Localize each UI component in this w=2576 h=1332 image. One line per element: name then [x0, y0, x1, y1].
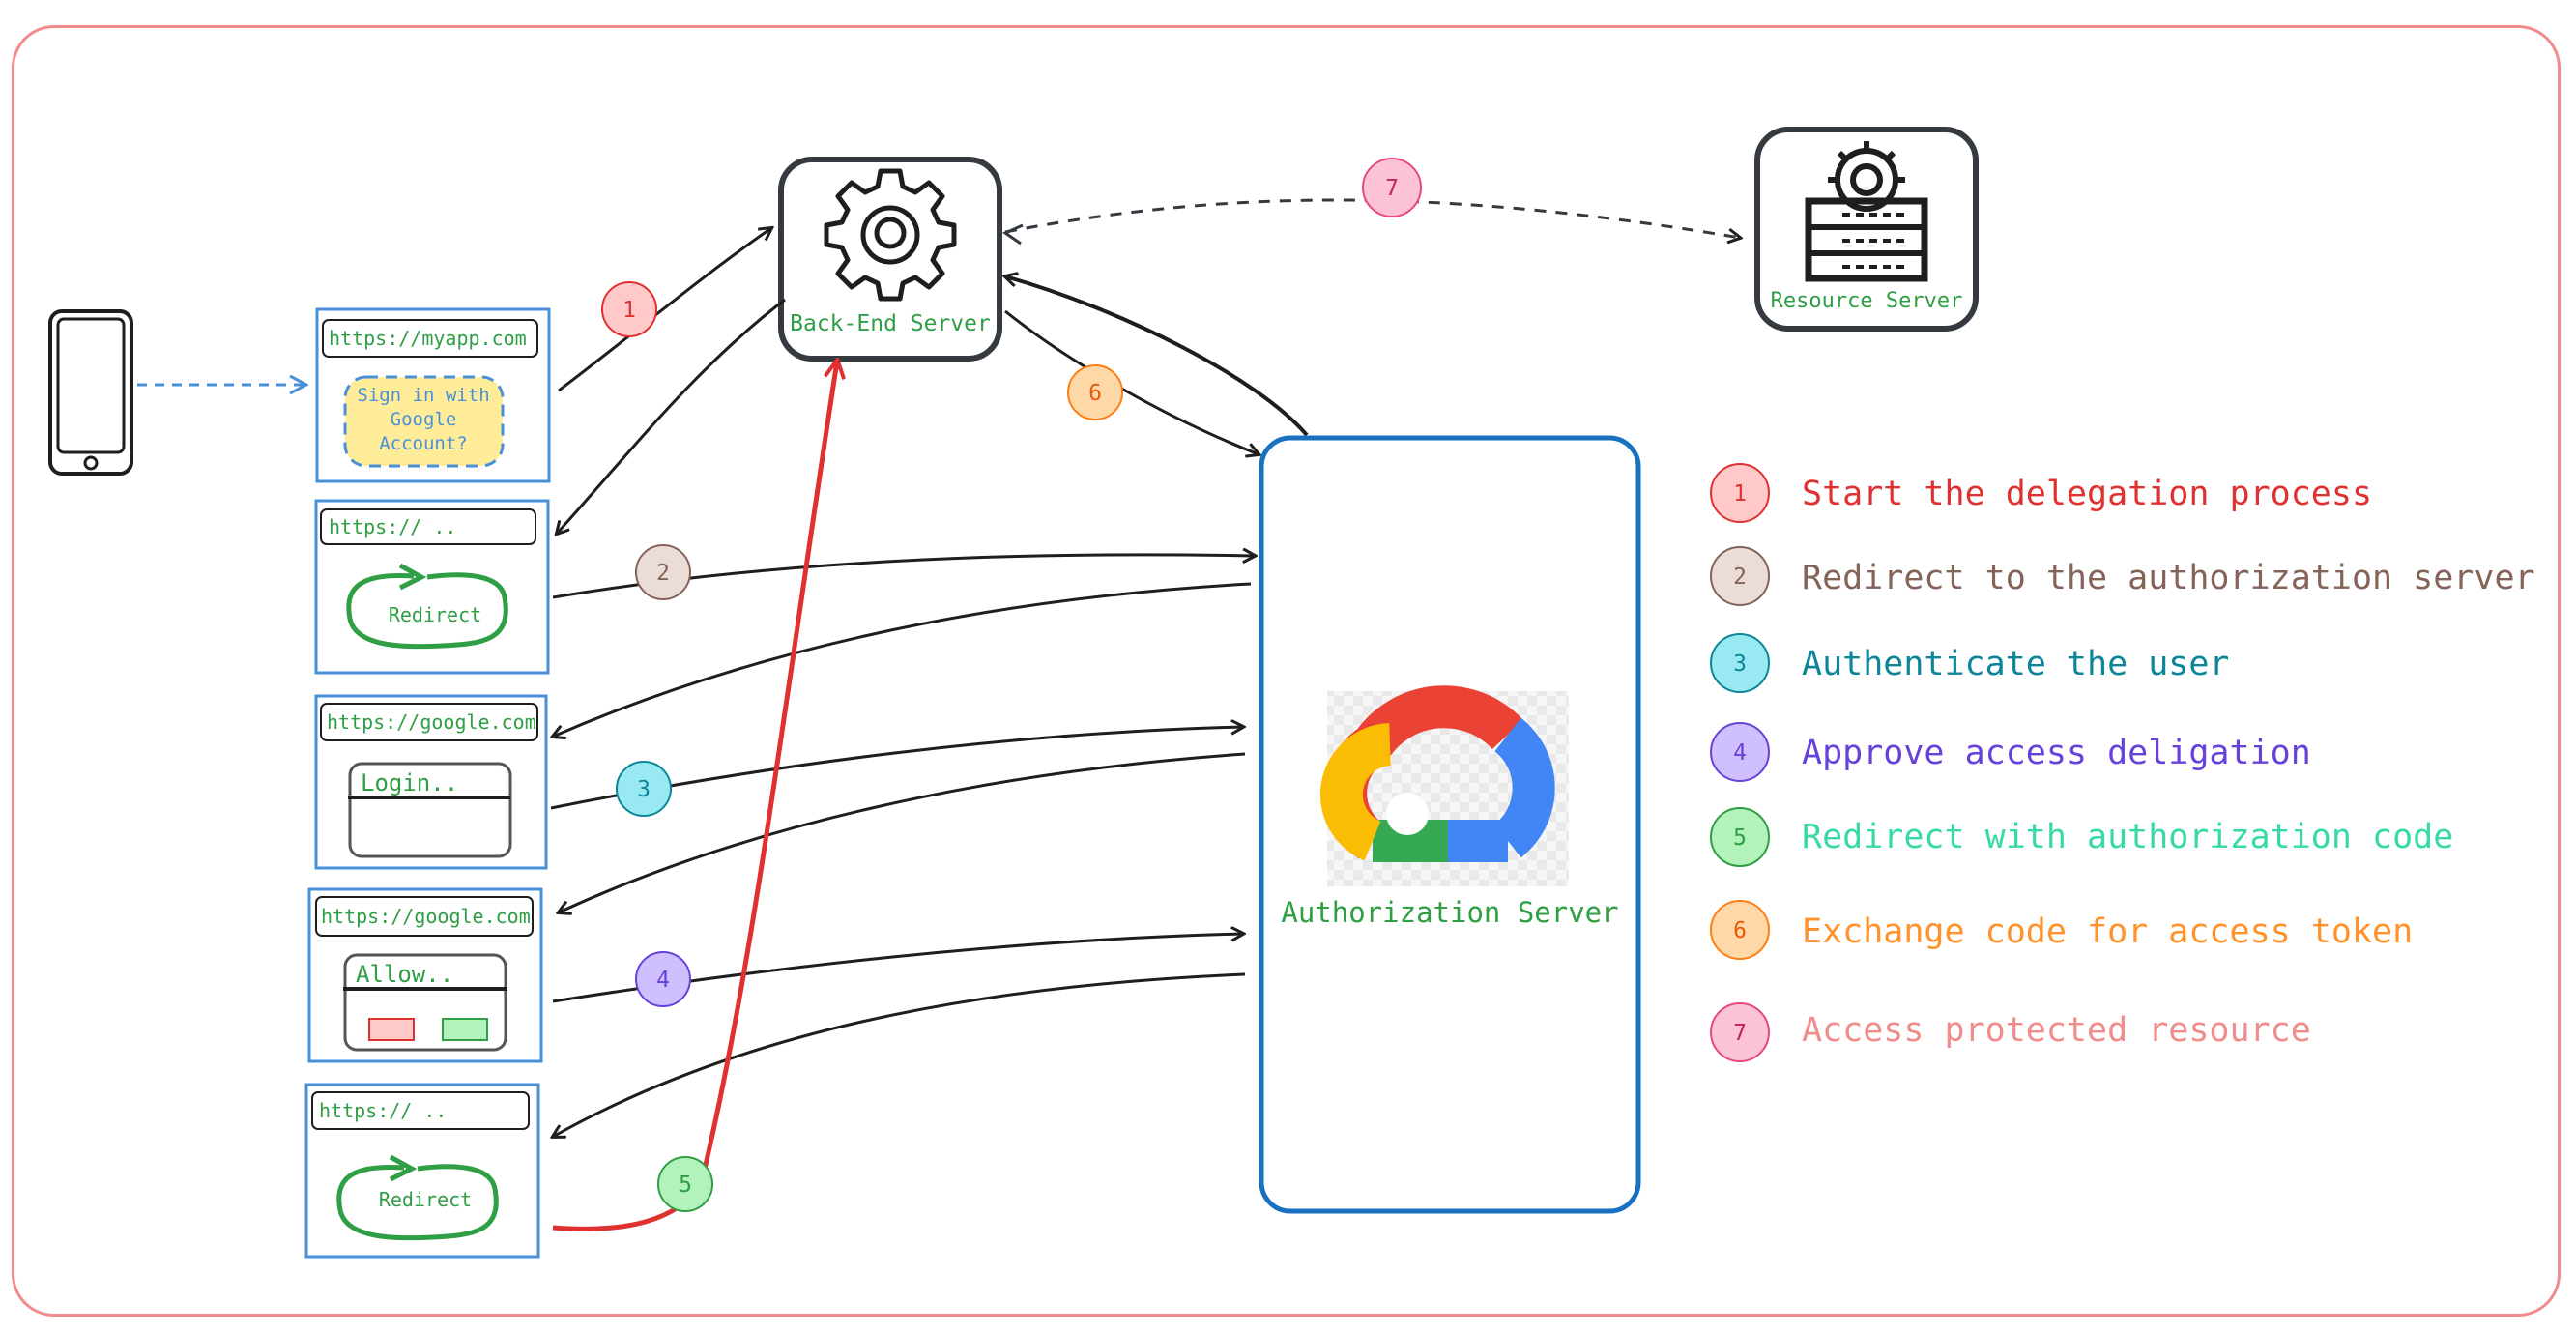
step-badge-3: 3	[616, 761, 672, 817]
legend-number: 7	[1733, 1021, 1747, 1046]
legend-item: 4 Approve access deligation	[1710, 722, 2311, 782]
server-rack-icon	[1805, 141, 1928, 282]
authorization-server-label: Authorization Server	[1281, 896, 1618, 929]
panel-redirect-2: https:// .. Redirect	[304, 1083, 540, 1259]
arrow-auth-to-panel-4	[559, 752, 1246, 912]
panel-google-login: https://google.com Login..	[314, 694, 548, 870]
panel-1-prompt-line-1: Sign in with	[357, 385, 489, 406]
allow-button	[442, 1018, 488, 1041]
arrow-auth-to-backend	[1005, 276, 1309, 437]
step-badge-1-number: 1	[622, 298, 636, 323]
legend-item: 7 Access protected resource	[1710, 1002, 2311, 1062]
step-badge-5-number: 5	[679, 1173, 692, 1198]
step-badge-7-number: 7	[1385, 176, 1399, 201]
arrow-1-app-to-backend	[558, 228, 771, 392]
panel-4-url: https://google.com	[321, 905, 531, 928]
phone-icon	[48, 309, 133, 476]
legend-number: 6	[1733, 918, 1747, 943]
legend-text: Access protected resource	[1802, 1011, 2311, 1050]
authorization-server-box: Authorization Server	[1259, 435, 1641, 1214]
backend-server-box: Back-End Server	[778, 157, 1002, 362]
step-badge-5: 5	[657, 1156, 713, 1212]
diagram-frame	[12, 25, 2561, 1317]
step-badge-2: 2	[635, 544, 691, 600]
legend-number: 2	[1733, 565, 1747, 590]
panel-4-label: Allow..	[356, 961, 453, 988]
legend-item: 3 Authenticate the user	[1710, 633, 2230, 693]
panel-redirect-1: https:// .. Redirect	[314, 499, 550, 675]
panel-google-allow: https://google.com Allow..	[307, 887, 543, 1063]
arrow-7-backend-resource	[1004, 198, 1740, 238]
arrow-5-to-backend	[552, 362, 837, 1231]
panel-3-url: https://google.com	[327, 710, 536, 734]
panel-5-url: https:// ..	[319, 1099, 447, 1122]
legend-text: Authenticate the user	[1802, 645, 2230, 683]
panel-1-prompt-line-3: Account?	[379, 433, 468, 454]
step-badge-4-number: 4	[656, 968, 670, 993]
resource-server-box: Resource Server	[1754, 127, 1979, 332]
legend-text: Redirect with authorization code	[1802, 818, 2453, 856]
step-badge-3-number: 3	[637, 777, 651, 802]
legend-number: 1	[1733, 481, 1747, 507]
legend-item: 1 Start the delegation process	[1710, 463, 2372, 523]
legend-number: 3	[1733, 652, 1747, 677]
panel-1-prompt-line-2: Google	[391, 409, 457, 430]
legend-item: 5 Redirect with authorization code	[1710, 807, 2453, 867]
step-badge-4: 4	[635, 951, 691, 1007]
legend-text: Approve access deligation	[1802, 734, 2311, 772]
panel-2-url: https:// ..	[329, 515, 456, 538]
deny-button	[368, 1018, 415, 1041]
legend-text: Redirect to the authorization server	[1802, 559, 2535, 597]
step-badge-6-number: 6	[1088, 381, 1102, 406]
arrow-6-backend-to-auth	[1004, 309, 1259, 454]
legend-text: Exchange code for access token	[1802, 912, 2413, 951]
step-badge-6: 6	[1067, 364, 1123, 420]
resource-server-label: Resource Server	[1771, 289, 1963, 313]
legend-number: 5	[1733, 825, 1747, 851]
backend-server-label: Back-End Server	[790, 311, 991, 336]
panel-5-label: Redirect	[379, 1188, 472, 1211]
arrow-backend-to-panel-2	[557, 298, 786, 534]
legend-number: 4	[1733, 740, 1747, 766]
legend-item: 2 Redirect to the authorization server	[1710, 546, 2535, 606]
legend-text: Start the delegation process	[1802, 475, 2372, 513]
gear-icon	[824, 168, 957, 302]
arrow-auth-to-panel-3	[553, 582, 1252, 737]
step-badge-7: 7	[1362, 158, 1422, 217]
panel-1-url: https://myapp.com	[329, 327, 527, 350]
panel-2-label: Redirect	[389, 603, 481, 626]
step-badge-1: 1	[601, 281, 657, 337]
arrow-auth-to-panel-5	[553, 972, 1246, 1137]
legend-item: 6 Exchange code for access token	[1710, 900, 2413, 960]
panel-3-label: Login..	[361, 769, 458, 796]
panel-myapp: https://myapp.com Sign in with Google Ac…	[315, 307, 551, 483]
google-cloud-icon	[1319, 685, 1555, 862]
step-badge-2-number: 2	[656, 561, 670, 586]
